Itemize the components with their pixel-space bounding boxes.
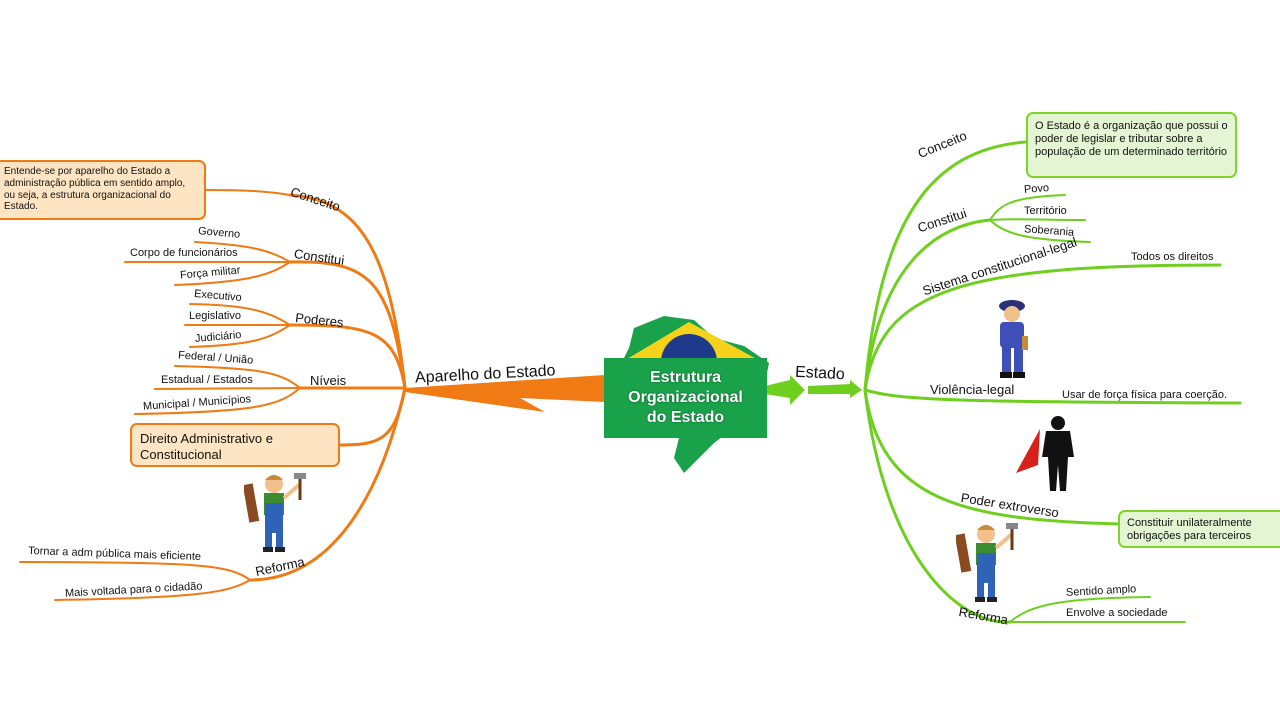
right-constitui-item-1[interactable]: Povo <box>1023 182 1050 196</box>
left-niveis-label[interactable]: Níveis <box>310 373 347 388</box>
left-poderes-item-2[interactable]: Legislativo <box>189 310 241 322</box>
central-title-line-1: Estrutura <box>649 369 722 386</box>
right-violencia-item[interactable]: Usar de força física para coerção. <box>1062 389 1228 401</box>
left-conceito-note: Entende-se por aparelho do Estado a admi… <box>0 160 206 220</box>
right-violencia-label[interactable]: Violência-legal <box>930 382 1015 397</box>
left-direito-box[interactable]: Direito Administrativo e Constitucional <box>130 423 340 467</box>
worker-with-hammer-icon <box>244 473 306 552</box>
worker-with-hammer-icon-2 <box>956 523 1018 602</box>
right-branch-lines <box>863 140 1242 624</box>
right-sistema-item[interactable]: Todos os direitos <box>1131 251 1214 263</box>
right-arrow <box>765 375 805 405</box>
left-branch-lines <box>248 193 407 582</box>
left-constitui-item-2[interactable]: Corpo de funcionários <box>130 247 238 259</box>
central-topic[interactable]: Estrutura Organizacional do Estado <box>604 358 767 438</box>
right-poder-note: Constituir unilateralmente obrigações pa… <box>1118 510 1280 548</box>
left-niveis-item-2[interactable]: Estadual / Estados <box>161 374 253 386</box>
police-officer-icon <box>999 300 1028 378</box>
right-leaf-lines <box>989 194 1186 624</box>
right-reforma-item-2[interactable]: Envolve a sociedade <box>1066 607 1168 619</box>
right-constitui-item-2[interactable]: Território <box>1024 205 1067 217</box>
central-title-line-3: do Estado <box>646 409 725 426</box>
right-arrow-2 <box>808 380 862 398</box>
central-title-line-2: Organizacional <box>628 389 743 406</box>
superhero-silhouette-icon <box>1016 416 1074 491</box>
left-leaf-lines <box>19 189 301 601</box>
left-lightning-arrow <box>405 375 605 412</box>
right-main-topic[interactable]: Estado <box>794 363 846 384</box>
right-conceito-note: O Estado é a organização que possui o po… <box>1026 112 1237 178</box>
